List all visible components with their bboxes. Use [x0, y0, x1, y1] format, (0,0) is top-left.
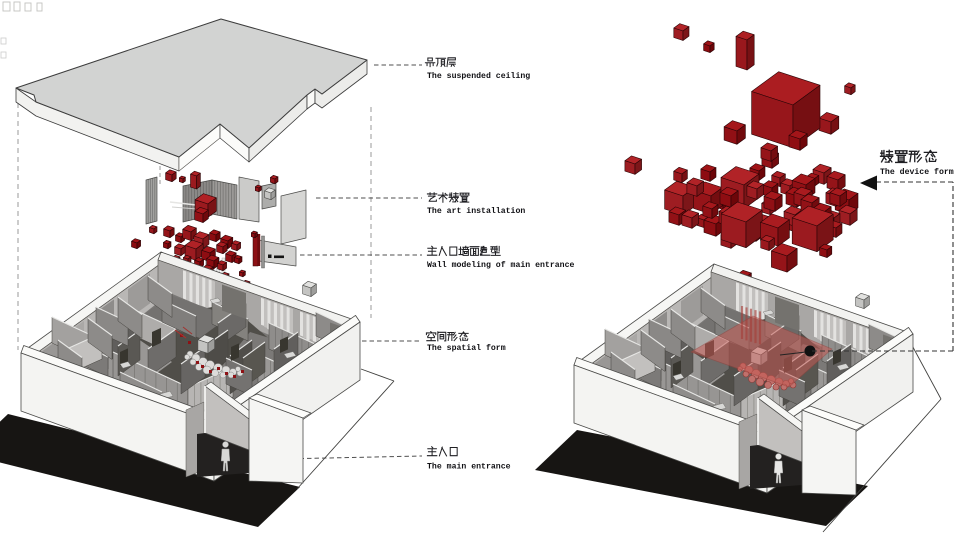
- svg-text:The device form: The device form: [880, 167, 954, 177]
- svg-text:Wall modeling of main entrance: Wall modeling of main entrance: [427, 260, 574, 270]
- svg-text:The suspended ceiling: The suspended ceiling: [427, 71, 530, 81]
- svg-text:The main entrance: The main entrance: [427, 462, 511, 472]
- svg-text:The spatial form: The spatial form: [427, 343, 506, 353]
- svg-text:The art installation: The art installation: [427, 206, 525, 216]
